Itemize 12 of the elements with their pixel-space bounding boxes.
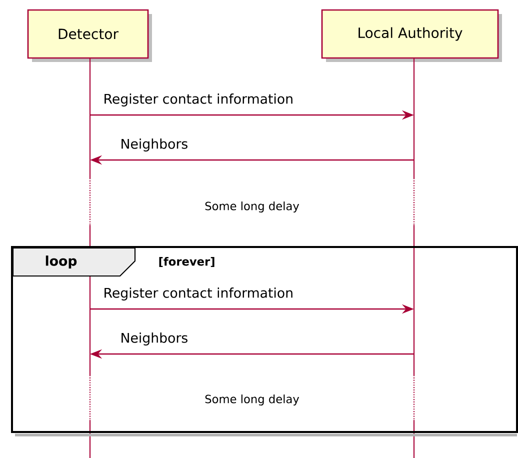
edge-label: Register contact information — [104, 94, 292, 106]
participant-box: Detector — [27, 9, 152, 62]
edge-label: Register contact information — [104, 288, 292, 300]
delay-text: Some long delay — [205, 394, 300, 406]
edge-label: Neighbors — [122, 332, 188, 346]
fragment-keyword: loop — [46, 256, 77, 268]
edge-label: Neighbors — [122, 138, 188, 152]
delay-text: Some long delay — [205, 202, 300, 212]
guard-condition: [forever] — [159, 256, 214, 268]
lifeline — [89, 58, 91, 458]
participant-box: Local Authority — [321, 9, 502, 62]
lifeline — [413, 58, 415, 458]
